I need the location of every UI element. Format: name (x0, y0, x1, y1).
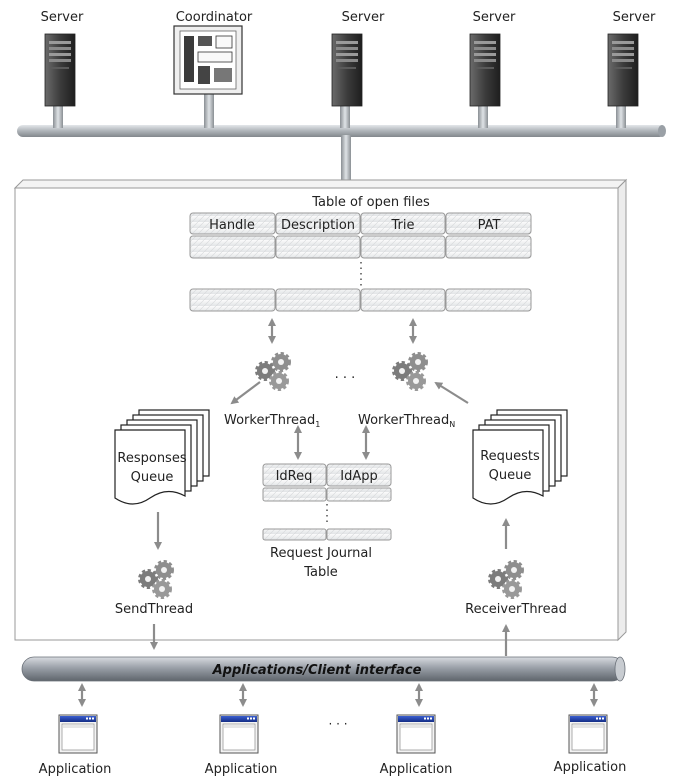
application-window-icon (58, 714, 98, 754)
network-uplink (341, 135, 351, 180)
queue-label: Requests (480, 449, 540, 464)
worker-thread-label: WorkerThread1 (224, 413, 320, 429)
client-interface-bus: Applications/Client interface (21, 656, 626, 682)
journal-column-header: IdReq (276, 469, 313, 484)
application-label: Application (380, 762, 453, 777)
column-header: Handle (209, 218, 255, 233)
worker-thread-n: WorkerThreadN (358, 352, 455, 429)
send-thread: SendThread (115, 560, 193, 617)
application-window-icon (568, 714, 608, 754)
arrow-worker1-responses (230, 381, 261, 405)
queue-label: Queue (131, 470, 174, 485)
server-label: Server (41, 10, 84, 25)
server-icon (331, 33, 363, 107)
worker-thread-label: WorkerThreadN (358, 413, 455, 429)
server-label: Server (613, 10, 656, 25)
coordinator-icon (173, 25, 243, 95)
queue-label: Queue (489, 468, 532, 483)
journal-title: Request Journal (270, 546, 372, 561)
responses-queue: Responses Queue (114, 409, 210, 505)
server-label: Server (473, 10, 516, 25)
arrow-requests-workerN (434, 381, 469, 404)
column-header: Description (281, 218, 355, 233)
worker-ellipsis: · · · (335, 371, 356, 386)
application-label: Application (554, 760, 627, 775)
applications-ellipsis: · · · (328, 717, 347, 731)
server-icon (44, 33, 76, 107)
network-bus (17, 125, 665, 137)
application-1: Application (39, 714, 112, 777)
server-2: Server (331, 10, 385, 107)
open-files-header-row: Handle Description Trie PAT (189, 212, 532, 235)
worker-thread-1: WorkerThread1 (224, 352, 320, 429)
server-icon (607, 33, 639, 107)
application-4: Application (554, 714, 627, 775)
queue-label: Responses (117, 451, 186, 466)
application-3: Application (380, 714, 453, 777)
request-journal-table: IdReq IdApp Request Journal Table (262, 463, 392, 580)
application-2: Application (205, 714, 278, 777)
open-files-row (189, 288, 532, 312)
coordinator: Coordinator (173, 10, 253, 95)
column-header: PAT (478, 218, 501, 233)
server-icon (469, 33, 501, 107)
column-header: Trie (391, 218, 415, 233)
application-window-icon (396, 714, 436, 754)
client-interface-label: Applications/Client interface (212, 663, 422, 678)
open-files-table-title: Table of open files (311, 195, 430, 210)
application-label: Application (205, 762, 278, 777)
server-3: Server (469, 10, 516, 107)
open-files-table: Table of open files Handle Description T… (189, 195, 532, 312)
receiver-thread-label: ReceiverThread (465, 602, 567, 617)
server-4: Server (607, 10, 656, 107)
journal-title: Table (303, 565, 338, 580)
requests-queue: Requests Queue (472, 409, 568, 505)
server-label: Server (342, 10, 385, 25)
open-files-row (189, 235, 532, 259)
server-network: Server Coordinator Server Server (17, 10, 666, 180)
coordinator-label: Coordinator (176, 10, 253, 25)
application-label: Application (39, 762, 112, 777)
receiver-thread: ReceiverThread (465, 560, 567, 617)
journal-column-header: IdApp (340, 469, 377, 484)
send-thread-label: SendThread (115, 602, 193, 617)
server-1: Server (41, 10, 84, 107)
application-window-icon (219, 714, 259, 754)
